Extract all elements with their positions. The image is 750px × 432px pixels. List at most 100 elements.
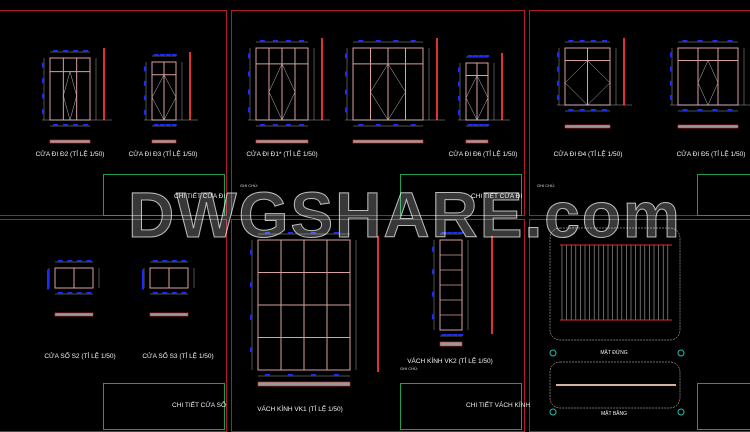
dimension-text	[287, 232, 293, 234]
dimension-text	[697, 40, 703, 42]
dimension-text	[144, 95, 146, 101]
label-s2: CỬA SỔ S2 (TỈ LỆ 1/50)	[44, 353, 116, 360]
dimension-text	[458, 334, 464, 336]
grid-marker	[677, 349, 685, 357]
label-d6: CỬA ĐI Đ6 (TỈ LỆ 1/50)	[448, 151, 518, 158]
dimension-text	[345, 89, 347, 95]
dimension-text	[86, 292, 92, 294]
dimension-text	[63, 50, 68, 52]
door-d2	[49, 57, 91, 121]
dimension-text	[432, 314, 434, 320]
swing-line	[151, 74, 177, 121]
dimension-text	[42, 78, 44, 84]
dimension-text	[441, 232, 447, 234]
dimension-text	[248, 89, 250, 95]
dimension-text	[712, 109, 718, 111]
dimension-text	[42, 62, 44, 68]
title-block-door-1	[103, 174, 225, 216]
dimension-text	[458, 67, 460, 73]
dimension-text	[727, 40, 733, 42]
dimension-text	[557, 95, 559, 101]
dimension-text	[248, 107, 250, 113]
dimension-text	[53, 50, 58, 52]
sheet-door-2	[231, 10, 525, 216]
dimension-text	[285, 40, 291, 42]
swing-line	[465, 74, 489, 121]
sheet-door-3	[529, 10, 750, 216]
swing-line	[63, 70, 77, 121]
label-vk2: VÁCH KÍNH VK2 (TỈ LỆ 1/50)	[407, 358, 493, 365]
dimension-text	[579, 109, 585, 111]
dimension-text	[452, 334, 458, 336]
dimension-text	[670, 66, 672, 72]
dimension-text	[410, 40, 416, 42]
dimension-text	[144, 109, 146, 115]
dimension-text	[697, 109, 703, 111]
dimension-text	[579, 40, 585, 42]
title-window: CHI TIẾT CỬA SỔ	[172, 402, 227, 409]
swing-line	[268, 63, 296, 121]
dimension-text	[473, 55, 479, 57]
dimension-text	[478, 55, 484, 57]
dimension-text	[447, 232, 453, 234]
dimension-text	[590, 40, 596, 42]
dimension-text	[248, 53, 250, 59]
title-block-door-3	[697, 174, 750, 216]
dimension-text	[557, 66, 559, 72]
dimension-text	[57, 292, 63, 294]
title-door-2: CHI TIẾT CỬA ĐI	[471, 193, 523, 200]
dimension-text	[393, 40, 399, 42]
dimension-text	[171, 54, 177, 56]
plan-section	[352, 139, 424, 144]
dimension-text	[602, 109, 608, 111]
dimension-text	[358, 40, 364, 42]
dimension-text	[310, 374, 316, 376]
dimension-text	[42, 93, 44, 99]
plan-section	[564, 124, 611, 129]
dimension-text	[467, 55, 473, 57]
dimension-text	[142, 274, 144, 280]
dimension-text	[452, 232, 458, 234]
dimension-text	[259, 124, 265, 126]
dimension-text	[410, 124, 416, 126]
grid-marker	[549, 408, 557, 416]
dimension-text	[73, 50, 78, 52]
dimension-text	[375, 40, 381, 42]
dimension-text	[250, 314, 252, 320]
dimension-text	[47, 269, 49, 275]
title-door-1: CHI TIẾT CỬA ĐI	[174, 193, 226, 200]
dimension-text	[568, 40, 574, 42]
plan-section	[54, 312, 94, 317]
dimension-text	[298, 40, 304, 42]
dimension-text	[259, 40, 265, 42]
dimension-text	[181, 260, 187, 262]
swing-line	[370, 63, 406, 121]
grid-marker	[549, 349, 557, 357]
dimension-text	[73, 124, 78, 126]
dimension-text	[57, 260, 63, 262]
title-block-elevation	[697, 383, 750, 430]
dimension-text	[682, 40, 688, 42]
dimension-text	[478, 124, 484, 126]
door-d5	[677, 47, 739, 106]
dimension-text	[165, 124, 171, 126]
watermark: DWGSHARE.com	[128, 179, 682, 252]
dimension-text	[602, 40, 608, 42]
dimension-text	[473, 124, 479, 126]
dimension-text	[153, 54, 159, 56]
plan-section	[255, 139, 309, 144]
plan-section	[149, 312, 189, 317]
elevation-outline	[549, 227, 681, 341]
dimension-text	[67, 260, 73, 262]
dimension-text	[375, 124, 381, 126]
dimension-text	[83, 124, 88, 126]
dimension-text	[557, 52, 559, 58]
note-vk: GHI CHÚ:	[400, 366, 418, 371]
dimension-text	[159, 54, 165, 56]
dimension-text	[47, 274, 49, 280]
label-d5: CỬA ĐI Đ5 (TỈ LỆ 1/50)	[676, 151, 746, 158]
dimension-text	[159, 124, 165, 126]
dimension-text	[250, 347, 252, 353]
dimension-text	[393, 124, 399, 126]
